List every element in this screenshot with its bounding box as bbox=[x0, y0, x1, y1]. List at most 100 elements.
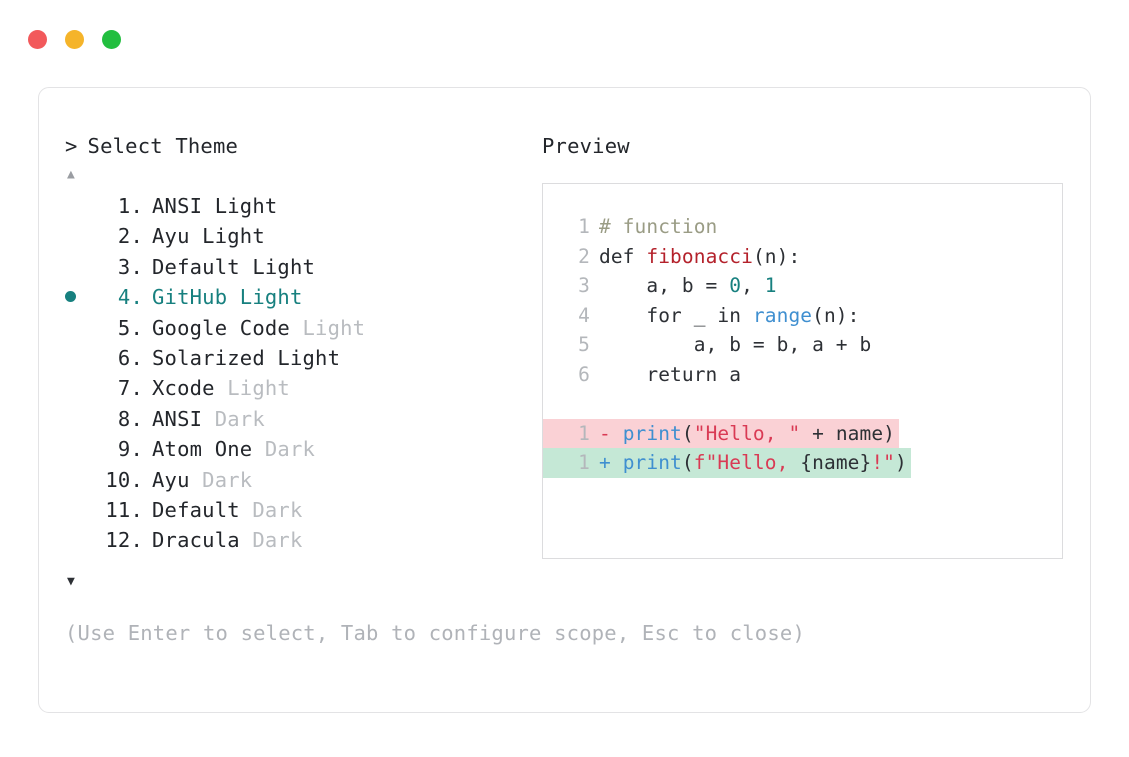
theme-item-name: Google Code bbox=[152, 315, 303, 340]
theme-item-name: Dracula bbox=[152, 528, 253, 553]
code-line: 4 for _ in range(n): bbox=[543, 301, 1062, 331]
maximize-window-button[interactable] bbox=[102, 30, 121, 49]
code-token: (n): bbox=[812, 303, 860, 327]
theme-item-variant: Dark bbox=[214, 406, 265, 431]
code-token: # function bbox=[599, 215, 718, 238]
code-line-content: a, b = b, a + b bbox=[599, 330, 872, 360]
scroll-down-icon[interactable]: ▼ bbox=[67, 573, 75, 589]
code-line: 6 return a bbox=[543, 360, 1062, 390]
prompt-header: > Select Theme bbox=[65, 134, 535, 160]
theme-list-item[interactable]: 9.Atom One Dark bbox=[65, 437, 535, 467]
theme-list-item[interactable]: 10.Ayu Dark bbox=[65, 468, 535, 498]
code-token: ( bbox=[681, 421, 694, 445]
code-line-content: for _ in range(n): bbox=[599, 301, 860, 331]
theme-list-item[interactable]: 5. Google Code Light bbox=[65, 316, 535, 346]
code-line: 1 # function bbox=[543, 212, 1062, 242]
code-token: 1 bbox=[764, 274, 777, 297]
line-number: 3 bbox=[578, 274, 590, 297]
code-token: fibonacci bbox=[646, 244, 753, 268]
code-spacer bbox=[543, 389, 1062, 419]
theme-list-item[interactable]: 7.Xcode Light bbox=[65, 376, 535, 406]
code-token: !" bbox=[871, 451, 896, 474]
code-line-content: def fibonacci(n): bbox=[599, 242, 800, 272]
code-token: print bbox=[622, 421, 682, 445]
code-token: (n): bbox=[752, 244, 801, 268]
code-token: a, b = bbox=[599, 274, 730, 297]
code-token: ) bbox=[895, 451, 907, 474]
theme-item-number: 4. bbox=[117, 285, 143, 310]
theme-item-name: ANSI bbox=[152, 194, 215, 218]
diff-marker-space bbox=[611, 422, 623, 445]
theme-item-name: Ayu bbox=[152, 224, 203, 249]
theme-item-variant: Light bbox=[302, 315, 366, 340]
diff-line-content: - print("Hello, " + name) bbox=[599, 418, 900, 448]
line-number: 4 bbox=[578, 303, 590, 327]
minimize-window-button[interactable] bbox=[65, 30, 84, 49]
theme-item-number: 3. bbox=[117, 254, 143, 279]
theme-list-item[interactable]: 2. Ayu Light bbox=[65, 224, 535, 254]
line-number: 5 bbox=[578, 333, 590, 356]
theme-item-variant: Light bbox=[214, 194, 278, 218]
diff-block: 1- print("Hello, " + name)1+ print(f"Hel… bbox=[543, 418, 1062, 478]
code-token: 0 bbox=[729, 274, 742, 297]
code-token: {name} bbox=[800, 451, 872, 474]
line-number: 1 bbox=[543, 418, 599, 448]
theme-item-number: 10. bbox=[105, 467, 143, 492]
theme-list-item[interactable]: 3. Default Light bbox=[65, 255, 535, 285]
prompt-caret-icon: > bbox=[65, 134, 78, 158]
theme-list-item[interactable]: 1.ANSI Light bbox=[65, 194, 535, 224]
window-traffic-lights bbox=[28, 30, 121, 49]
theme-item-name: Solarized bbox=[152, 345, 278, 370]
theme-item-number: 2. bbox=[117, 224, 143, 249]
theme-list-item[interactable]: 6.Solarized Light bbox=[65, 346, 535, 376]
close-window-button[interactable] bbox=[28, 30, 47, 49]
theme-item-variant: Light bbox=[239, 285, 303, 310]
line-number: 1 bbox=[543, 448, 599, 478]
code-token: print bbox=[622, 451, 682, 474]
code-token: f"Hello, bbox=[693, 451, 801, 474]
code-line-content: return a bbox=[599, 360, 741, 390]
theme-item-name: Ayu bbox=[152, 467, 203, 492]
theme-list-item[interactable]: 12. Dracula Dark bbox=[65, 528, 535, 558]
code-token: "Hello, " bbox=[693, 421, 801, 445]
code-line-content: # function bbox=[599, 212, 717, 242]
code-line: 3 a, b = 0, 1 bbox=[543, 271, 1062, 301]
selected-bullet-icon bbox=[65, 289, 95, 305]
theme-item-name: GitHub bbox=[152, 285, 240, 310]
theme-item-name: Atom One bbox=[152, 437, 265, 462]
scroll-up-icon[interactable]: ▲ bbox=[67, 167, 75, 182]
selected-dot-icon bbox=[65, 291, 76, 303]
code-line: 2 def fibonacci(n): bbox=[543, 242, 1062, 272]
line-number: 2 bbox=[578, 244, 590, 268]
theme-item-number: 5. bbox=[117, 315, 143, 340]
theme-item-number: 11. bbox=[105, 497, 143, 522]
theme-item-variant: Light bbox=[202, 224, 265, 249]
diff-marker: + bbox=[599, 451, 611, 474]
line-number: 1 bbox=[578, 215, 590, 238]
code-token: range bbox=[752, 303, 813, 327]
theme-item-name: Default bbox=[152, 254, 253, 279]
theme-list-item[interactable]: 11.Default Dark bbox=[65, 498, 535, 528]
theme-list-item[interactable]: 4. GitHub Light bbox=[65, 285, 535, 315]
theme-item-number: 9. bbox=[117, 437, 143, 462]
theme-item-number: 12. bbox=[105, 528, 143, 553]
theme-list-item[interactable]: 8. ANSI Dark bbox=[65, 407, 535, 437]
theme-item-number: 8. bbox=[117, 406, 143, 431]
theme-item-variant: Dark bbox=[252, 497, 303, 522]
theme-item-name: ANSI bbox=[152, 406, 215, 431]
code-token: ( bbox=[681, 451, 694, 474]
theme-item-variant: Light bbox=[227, 376, 290, 401]
code-token: + name) bbox=[800, 421, 896, 445]
keyboard-hint: (Use Enter to select, Tab to configure s… bbox=[65, 621, 805, 645]
code-token: return a bbox=[599, 362, 742, 386]
theme-item-variant: Light bbox=[252, 254, 316, 279]
theme-item-variant: Dark bbox=[252, 528, 303, 553]
diff-line-content: + print(f"Hello, {name}!") bbox=[599, 448, 911, 478]
code-token: def bbox=[599, 244, 647, 268]
code-token: for _ in bbox=[599, 303, 753, 327]
